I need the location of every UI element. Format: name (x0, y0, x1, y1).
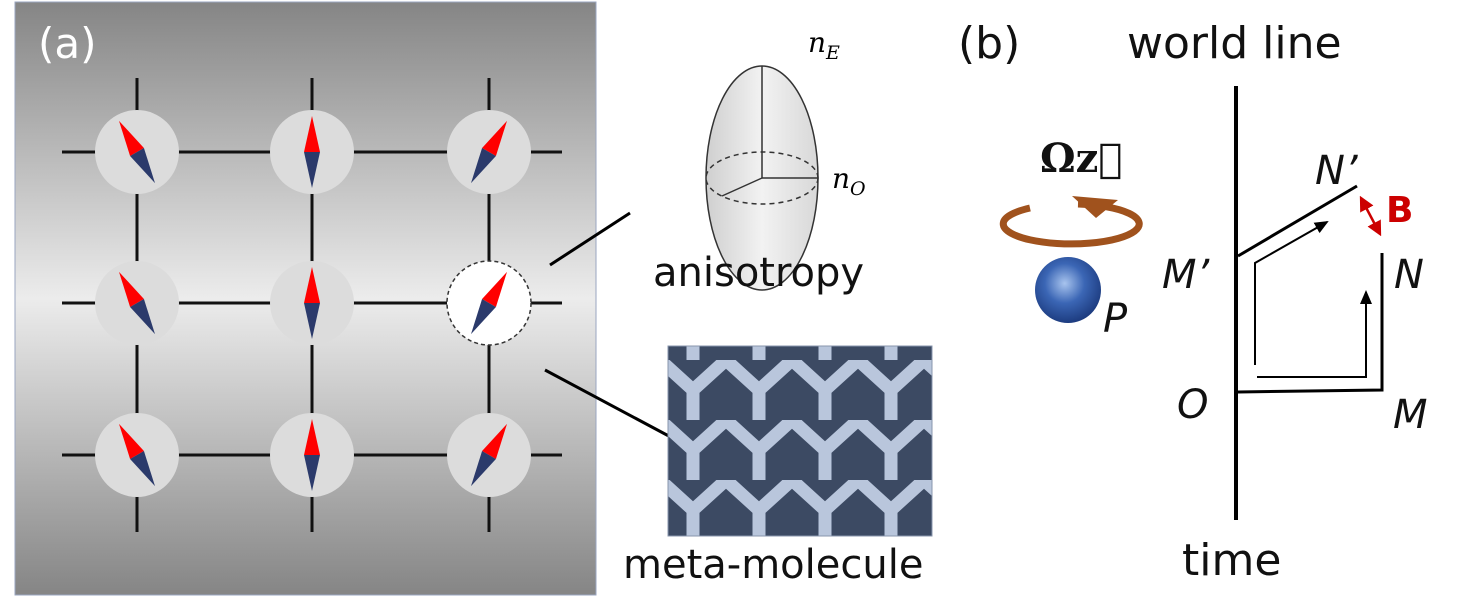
axis-o-label: nO (832, 162, 866, 200)
particle-label: P (1103, 296, 1128, 342)
path-o-m-n (1237, 253, 1384, 394)
compass-needle-icon (304, 116, 320, 188)
rotation-label: Ωz⃗ (1040, 135, 1122, 182)
compass-needle-icon (304, 267, 320, 339)
panel-a: (a) (14, 1, 681, 596)
lattice-site (95, 261, 179, 345)
compass-needle-icon (304, 419, 320, 491)
highlighted-site (446, 260, 532, 346)
path-arrow-upper (1254, 221, 1329, 365)
path-m-prime-n-prime (1237, 184, 1358, 258)
anisotropy-label: anisotropy (653, 250, 864, 296)
compass-needle-icon (471, 271, 507, 335)
panel-b: (b) world line time Ωz⃗ P M’ N’ N O M B (958, 18, 1428, 586)
compass-needle-icon (471, 120, 507, 184)
time-label: time (1182, 535, 1281, 586)
lattice-site (270, 110, 354, 194)
connector-line (544, 368, 681, 444)
point-o: O (1177, 382, 1208, 428)
compass-needle-icon (471, 423, 507, 487)
point-n: N (1394, 252, 1424, 298)
compass-needle-icon (119, 120, 155, 184)
lattice-site (270, 261, 354, 345)
axis-e-label: nE (808, 26, 840, 64)
lattice-site (95, 110, 179, 194)
compass-needle-icon (119, 423, 155, 487)
path-arrow-lower (1257, 290, 1372, 378)
lattice-site (270, 413, 354, 497)
point-m-prime: M’ (1162, 252, 1211, 298)
lattice-site (95, 413, 179, 497)
lattice-site (447, 413, 531, 497)
world-line-label: world line (1127, 18, 1342, 69)
lattice-sites (95, 110, 532, 497)
meta-molecule-image (667, 345, 933, 537)
gap-arrow (1359, 195, 1382, 237)
panel-b-label: (b) (958, 18, 1020, 69)
point-m: M (1393, 392, 1428, 438)
anisotropy-ellipsoid (705, 65, 819, 291)
point-n-prime: N’ (1315, 148, 1359, 194)
meta-molecule-label: meta-molecule (623, 542, 923, 588)
panel-a-label: (a) (38, 19, 97, 68)
rotation-arrow-icon (999, 196, 1143, 248)
particle-ball (1035, 257, 1101, 323)
gap-label: B (1386, 190, 1413, 231)
compass-needle-icon (119, 271, 155, 335)
connector-line (549, 211, 631, 267)
lattice-site (447, 110, 531, 194)
